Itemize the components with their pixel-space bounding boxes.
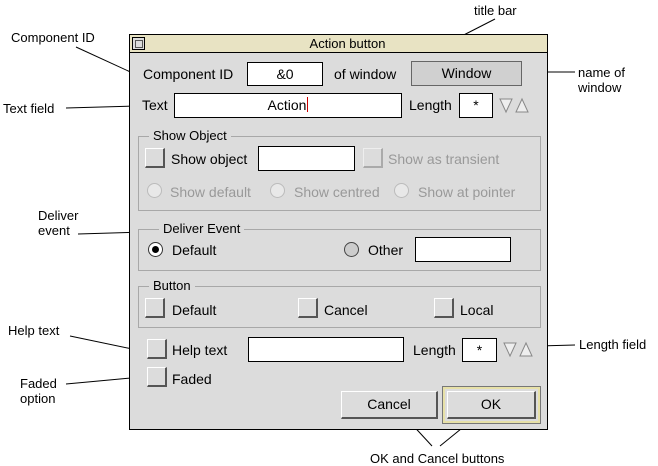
annotation-help-text: Help text — [8, 323, 60, 338]
faded-label: Faded — [172, 371, 212, 387]
title-bar[interactable]: Action button — [130, 35, 547, 53]
button-local-label: Local — [460, 302, 494, 318]
length-label: Length — [409, 97, 452, 113]
button-cancel-checkbox[interactable] — [298, 298, 318, 318]
action-button-window: Action button Component ID &0 of window … — [129, 34, 548, 430]
show-object-label: Show object — [171, 151, 248, 167]
annotation-faded-option: Faded option — [20, 376, 57, 406]
button-cancel-label: Cancel — [324, 302, 368, 318]
show-object-group: Show Object — [138, 129, 541, 211]
help-length-adjuster-icon[interactable] — [503, 340, 537, 358]
text-caret — [307, 97, 309, 112]
deliver-event-group: Deliver Event — [138, 222, 541, 271]
deliver-other-field[interactable] — [415, 237, 511, 262]
show-object-checkbox[interactable] — [145, 148, 165, 168]
show-at-pointer-radio[interactable] — [394, 183, 409, 198]
text-field[interactable]: Action — [174, 93, 402, 118]
annotation-name-of-window: name of window — [578, 65, 625, 95]
component-id-label: Component ID — [143, 66, 234, 82]
show-default-radio[interactable] — [147, 183, 162, 198]
deliver-event-group-title: Deliver Event — [159, 222, 245, 236]
cancel-button[interactable]: Cancel — [341, 391, 438, 419]
help-text-checkbox[interactable] — [147, 339, 167, 359]
show-centred-radio[interactable] — [270, 183, 285, 198]
annotation-ok-cancel: OK and Cancel buttons — [370, 451, 505, 466]
show-at-pointer-label: Show at pointer — [418, 184, 516, 200]
window-name-display: Window — [411, 61, 522, 86]
button-default-label: Default — [172, 302, 217, 318]
button-local-checkbox[interactable] — [434, 298, 454, 318]
button-group-title: Button — [149, 279, 195, 293]
text-label: Text — [142, 97, 168, 113]
show-centred-label: Show centred — [294, 184, 380, 200]
faded-checkbox[interactable] — [147, 367, 167, 387]
button-group: Button — [138, 279, 541, 328]
text-field-value: Action — [267, 97, 307, 113]
ok-default-ring — [442, 386, 541, 424]
ok-button[interactable]: OK — [447, 391, 536, 419]
deliver-default-radio[interactable] — [148, 242, 163, 257]
annotation-text-field: Text field — [3, 101, 55, 116]
component-id-field[interactable]: &0 — [247, 62, 323, 86]
show-object-group-title: Show Object — [149, 129, 231, 143]
help-text-field[interactable] — [248, 337, 404, 362]
deliver-other-radio[interactable] — [344, 242, 359, 257]
help-text-label: Help text — [172, 342, 228, 358]
deliver-other-label: Other — [368, 242, 404, 258]
annotation-title-bar: title bar — [474, 3, 517, 18]
length-field[interactable]: * — [459, 93, 493, 118]
show-object-field[interactable] — [258, 146, 355, 171]
annotation-deliver-event: Deliver event — [38, 208, 79, 238]
help-length-label: Length — [413, 342, 456, 358]
length-adjuster-icon[interactable] — [499, 96, 533, 114]
show-default-label: Show default — [170, 184, 251, 200]
back-icon[interactable] — [132, 37, 145, 50]
annotation-component-id: Component ID — [11, 30, 95, 45]
window-title: Action button — [309, 36, 386, 51]
annotation-length-field: Length field — [579, 337, 647, 352]
show-as-transient-checkbox[interactable] — [363, 148, 383, 168]
help-length-field[interactable]: * — [462, 338, 497, 362]
of-window-label: of window — [334, 66, 397, 82]
show-as-transient-label: Show as transient — [388, 151, 500, 167]
button-default-checkbox[interactable] — [145, 298, 165, 318]
deliver-default-label: Default — [172, 242, 217, 258]
